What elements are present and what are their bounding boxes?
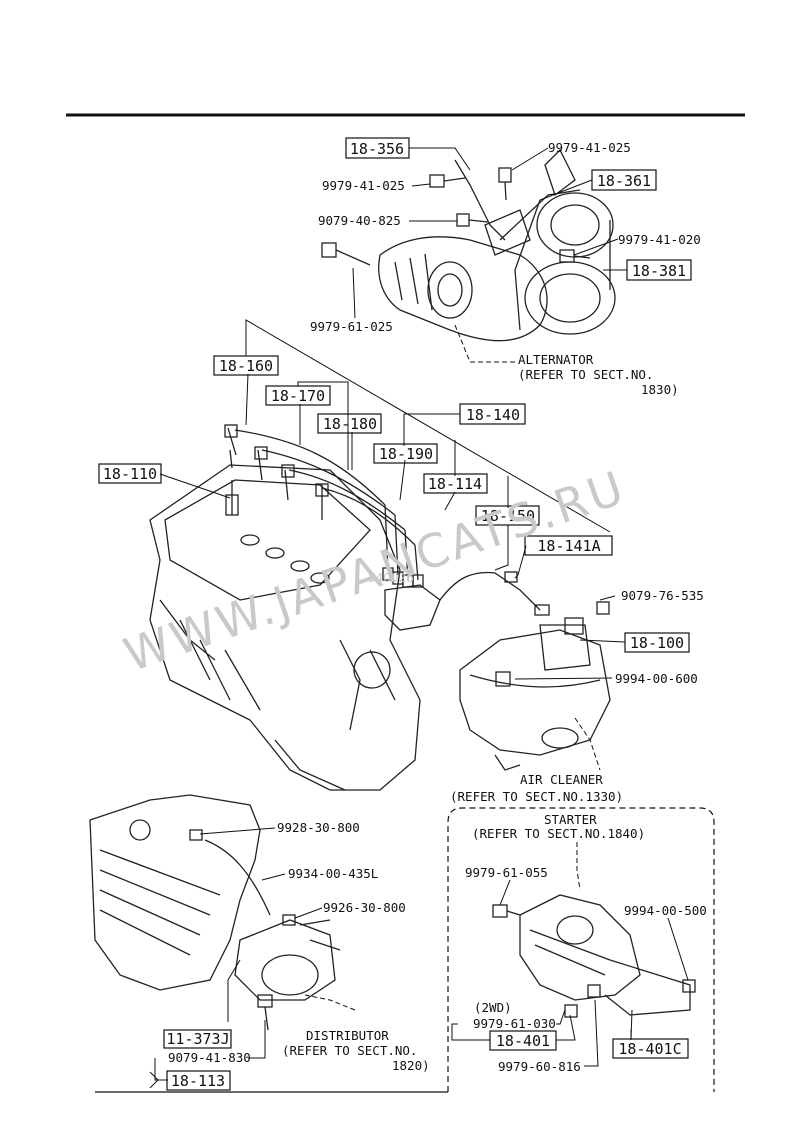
- ref-18-140: 18-140: [466, 406, 520, 424]
- watermark-small: 540026: [368, 571, 414, 585]
- part-9994-00-500: 9994-00-500: [624, 903, 707, 918]
- part-9079-40-825: 9079-40-825: [318, 213, 401, 228]
- part-9979-60-816: 9979-60-816: [498, 1059, 581, 1074]
- starter-illustration: [492, 894, 696, 1018]
- part-9979-61-030: 9979-61-030: [473, 1016, 556, 1031]
- ref-18-356: 18-356: [350, 140, 404, 158]
- note-alternator-sect: 1830): [641, 382, 679, 397]
- ref-18-114: 18-114: [428, 475, 482, 493]
- boxed-refs: [98, 137, 692, 1091]
- note-2wd: (2WD): [474, 1000, 512, 1015]
- ref-18-361: 18-361: [597, 172, 651, 190]
- part-9994-00-600: 9994-00-600: [615, 671, 698, 686]
- note-alternator: ALTERNATOR: [518, 352, 594, 367]
- part-9979-41-020: 9979-41-020: [618, 232, 701, 247]
- part-9079-41-830: 9079-41-830: [168, 1050, 251, 1065]
- part-9979-41-025-left: 9979-41-025: [322, 178, 405, 193]
- ref-18-150: 18-150: [481, 507, 535, 525]
- ref-18-160: 18-160: [219, 357, 273, 375]
- ref-18-180: 18-180: [323, 415, 377, 433]
- note-distributor-ref: (REFER TO SECT.NO.: [282, 1043, 417, 1058]
- note-distributor-sect: 1820): [392, 1058, 430, 1073]
- ref-18-141A: 18-141A: [537, 537, 600, 555]
- alternator-leaders: [352, 147, 627, 363]
- note-starter: STARTER: [544, 812, 597, 827]
- distributor-illustration: [89, 794, 341, 1031]
- note-distributor: DISTRIBUTOR: [306, 1028, 389, 1043]
- part-9079-76-535: 9079-76-535: [621, 588, 704, 603]
- part-9979-41-025-top: 9979-41-025: [548, 140, 631, 155]
- note-air-cleaner-ref: (REFER TO SECT.NO.1330): [450, 789, 623, 804]
- starter-dashed-frame: [447, 807, 715, 1092]
- ref-18-113: 18-113: [171, 1072, 225, 1090]
- ref-18-100: 18-100: [630, 634, 684, 652]
- part-9979-61-025: 9979-61-025: [310, 319, 393, 334]
- part-9934-00-435L: 9934-00-435L: [288, 866, 378, 881]
- alternator-bolts: [321, 167, 591, 266]
- alternator-illustration: [378, 148, 616, 342]
- engine-illustration: [149, 424, 550, 791]
- part-9928-30-800: 9928-30-800: [277, 820, 360, 835]
- part-9979-61-055: 9979-61-055: [465, 865, 548, 880]
- note-starter-ref: (REFER TO SECT.NO.1840): [472, 826, 645, 841]
- ref-18-190: 18-190: [379, 445, 433, 463]
- note-air-cleaner: AIR CLEANER: [520, 772, 603, 787]
- distributor-leaders: [149, 827, 356, 1089]
- air-cleaner-illustration: [459, 601, 611, 771]
- ref-18-110: 18-110: [103, 465, 157, 483]
- wire-bracket-lines: [159, 319, 626, 771]
- ref-11-373J: 11-373J: [166, 1030, 229, 1048]
- note-alternator-ref: (REFER TO SECT.NO.: [518, 367, 653, 382]
- ref-18-401C: 18-401C: [618, 1040, 681, 1058]
- starter-leaders: [451, 842, 689, 1067]
- ref-18-381: 18-381: [632, 262, 686, 280]
- ref-18-170: 18-170: [271, 387, 325, 405]
- ref-18-401: 18-401: [496, 1032, 550, 1050]
- part-9926-30-800: 9926-30-800: [323, 900, 406, 915]
